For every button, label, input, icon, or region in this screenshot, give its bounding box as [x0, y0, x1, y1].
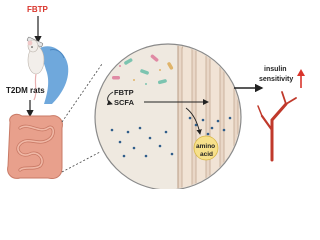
amino-arrow	[185, 107, 202, 135]
fbtp-inner-label: FBTP	[114, 88, 134, 97]
amino-acid-label-line2: acid	[200, 151, 214, 158]
zoom-line-bottom	[61, 151, 101, 173]
blood-vessel-icon	[257, 91, 297, 162]
fbtp-label: FBTP	[27, 5, 48, 14]
scfa-label: SCFA	[114, 98, 135, 107]
villi-dots	[188, 116, 232, 136]
insulin-label-line2: sensitivity	[259, 76, 294, 83]
intestine-icon	[7, 113, 63, 179]
bacteria-icon	[112, 54, 174, 85]
rat-icon	[27, 39, 45, 101]
villi-icon	[177, 45, 240, 189]
glove-icon	[40, 46, 69, 104]
insulin-label-line1: insulin	[264, 66, 287, 73]
zoom-circle	[94, 43, 242, 189]
lumen-particles	[110, 65, 174, 158]
diagram-canvas	[7, 16, 305, 189]
amino-acid-label-line1: amino	[196, 143, 216, 150]
up-arrow-icon	[297, 69, 305, 88]
t2dm-rats-label: T2DM rats	[6, 86, 45, 95]
fbtp-scfa-arrow	[106, 91, 114, 106]
amino-acid-circle	[193, 135, 219, 161]
